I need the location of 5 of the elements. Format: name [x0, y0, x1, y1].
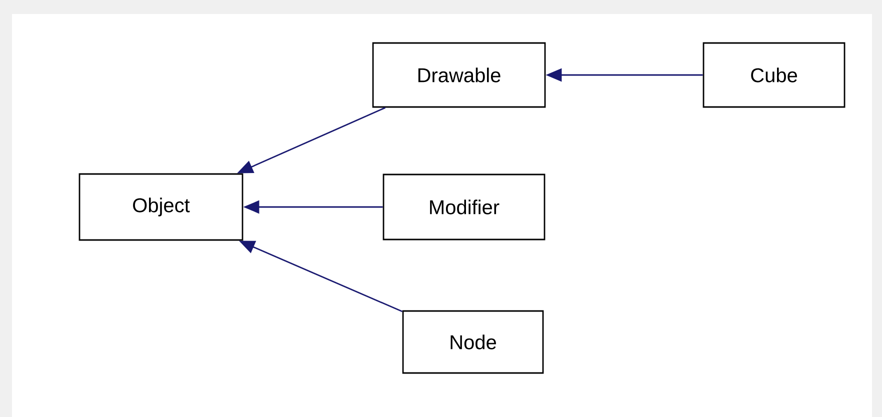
- class-box: Cube: [702, 42, 846, 108]
- class-box: Object: [78, 173, 244, 241]
- class-box: Node: [402, 310, 544, 374]
- class-box: Modifier: [382, 174, 546, 240]
- class-box: Drawable: [372, 42, 546, 108]
